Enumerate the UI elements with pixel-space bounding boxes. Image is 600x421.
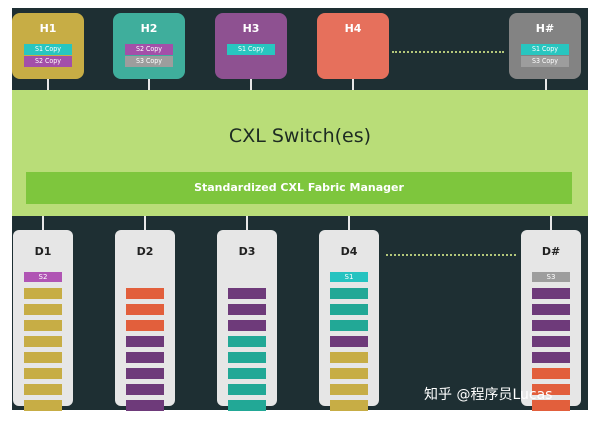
- memory-slot: [330, 336, 368, 347]
- host-tag: S1 Copy: [521, 44, 569, 55]
- device-link-d3: [246, 216, 248, 230]
- cxl-switch: CXL Switch(es) Standardized CXL Fabric M…: [12, 90, 588, 216]
- host-link-h1: [47, 79, 49, 90]
- memory-slot: [228, 336, 266, 347]
- host-link-h2: [148, 79, 150, 90]
- memory-slot: [126, 288, 164, 299]
- memory-slot: [532, 368, 570, 379]
- memory-slot: [24, 384, 62, 395]
- device-link-d2: [144, 216, 146, 230]
- memory-slot: [330, 288, 368, 299]
- host-tag: S3 Copy: [125, 56, 173, 67]
- memory-slot: [126, 368, 164, 379]
- device-link-d1: [42, 216, 44, 230]
- memory-slot: [126, 304, 164, 315]
- device-name: D3: [238, 245, 256, 258]
- fabric-manager-bar: Standardized CXL Fabric Manager: [26, 172, 572, 204]
- memory-slot: [330, 304, 368, 315]
- device-d3: D3: [217, 230, 277, 411]
- host-link-h4: [352, 79, 354, 90]
- memory-slot: [24, 320, 62, 331]
- device-link-d4: [348, 216, 350, 230]
- hosts-ellipsis-line: [392, 51, 504, 53]
- switch-title: CXL Switch(es): [228, 125, 372, 147]
- host-h2: H2 S2 Copy S3 Copy: [113, 13, 185, 79]
- memory-slot: [24, 400, 62, 411]
- memory-slot: [532, 352, 570, 363]
- memory-slot: [24, 336, 62, 347]
- host-name: H4: [344, 22, 362, 35]
- memory-slot: [24, 304, 62, 315]
- memory-slot: [228, 288, 266, 299]
- device-name: D4: [340, 245, 358, 258]
- memory-slot: [126, 336, 164, 347]
- device-name: D#: [541, 245, 561, 258]
- host-h4: H4: [317, 13, 389, 79]
- memory-slot: [330, 320, 368, 331]
- host-h1: H1 S1 Copy S2 Copy: [12, 13, 84, 79]
- memory-slot: [228, 304, 266, 315]
- memory-slot: [228, 320, 266, 331]
- host-name: H2: [140, 22, 158, 35]
- diagram-canvas: H1 S1 Copy S2 Copy H2 S2 Copy S3 Copy H3…: [12, 8, 588, 411]
- device-name: D2: [136, 245, 154, 258]
- memory-slot: [126, 400, 164, 411]
- host-link-hn: [545, 79, 547, 90]
- host-hn: H# S1 Copy S3 Copy: [509, 13, 581, 79]
- device-tag: S2: [24, 272, 62, 282]
- memory-slot: [532, 288, 570, 299]
- host-name: H#: [535, 22, 555, 35]
- memory-slot: [126, 384, 164, 395]
- memory-slot: [532, 336, 570, 347]
- memory-slot: [126, 352, 164, 363]
- device-name: D1: [34, 245, 52, 258]
- host-h3: H3 S1 Copy: [215, 13, 287, 79]
- device-tag: S1: [330, 272, 368, 282]
- device-d2: D2: [115, 230, 175, 411]
- fabric-manager-label: Standardized CXL Fabric Manager: [194, 181, 404, 194]
- device-link-dn: [550, 216, 552, 230]
- memory-slot: [24, 352, 62, 363]
- memory-slot: [24, 288, 62, 299]
- memory-slot: [330, 352, 368, 363]
- memory-slot: [228, 400, 266, 411]
- memory-slot: [24, 368, 62, 379]
- memory-slot: [126, 320, 164, 331]
- host-name: H3: [242, 22, 260, 35]
- memory-slot: [532, 384, 570, 395]
- host-link-h3: [250, 79, 252, 90]
- memory-slot: [532, 400, 570, 411]
- devices-ellipsis-line: [386, 254, 516, 256]
- memory-slot: [532, 304, 570, 315]
- memory-slot: [228, 368, 266, 379]
- memory-slot: [228, 384, 266, 395]
- memory-slot: [228, 352, 266, 363]
- host-tag: S1 Copy: [227, 44, 275, 55]
- host-name: H1: [39, 22, 57, 35]
- watermark: 知乎 @程序员Lucas: [424, 387, 553, 403]
- memory-slot: [330, 384, 368, 395]
- device-d4: D4 S1: [319, 230, 379, 411]
- device-tag: S3: [532, 272, 570, 282]
- memory-slot: [532, 320, 570, 331]
- memory-slot: [330, 368, 368, 379]
- device-dn: D# S3: [521, 230, 581, 411]
- host-tag: S1 Copy: [24, 44, 72, 55]
- device-d1: D1 S2: [13, 230, 73, 411]
- host-tag: S2 Copy: [24, 56, 72, 67]
- host-tag: S2 Copy: [125, 44, 173, 55]
- memory-slot: [330, 400, 368, 411]
- host-tag: S3 Copy: [521, 56, 569, 67]
